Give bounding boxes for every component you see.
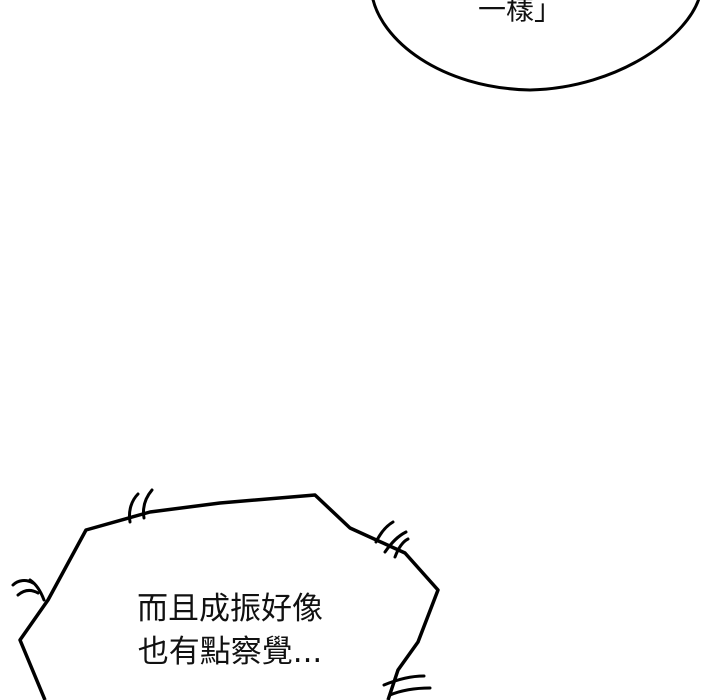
bubble-spikes <box>11 488 432 697</box>
top-speech-bubble <box>371 0 700 92</box>
bubble-text-line-2: 也有點察覺... <box>137 634 323 670</box>
top-bubble-text: 一樣」 <box>478 0 563 26</box>
jagged-speech-bubble <box>18 493 440 700</box>
bubble-text-line-1: 而且成振好像 <box>137 591 323 627</box>
jagged-bubble-text: 而且成振好像 也有點察覺... <box>125 588 335 674</box>
